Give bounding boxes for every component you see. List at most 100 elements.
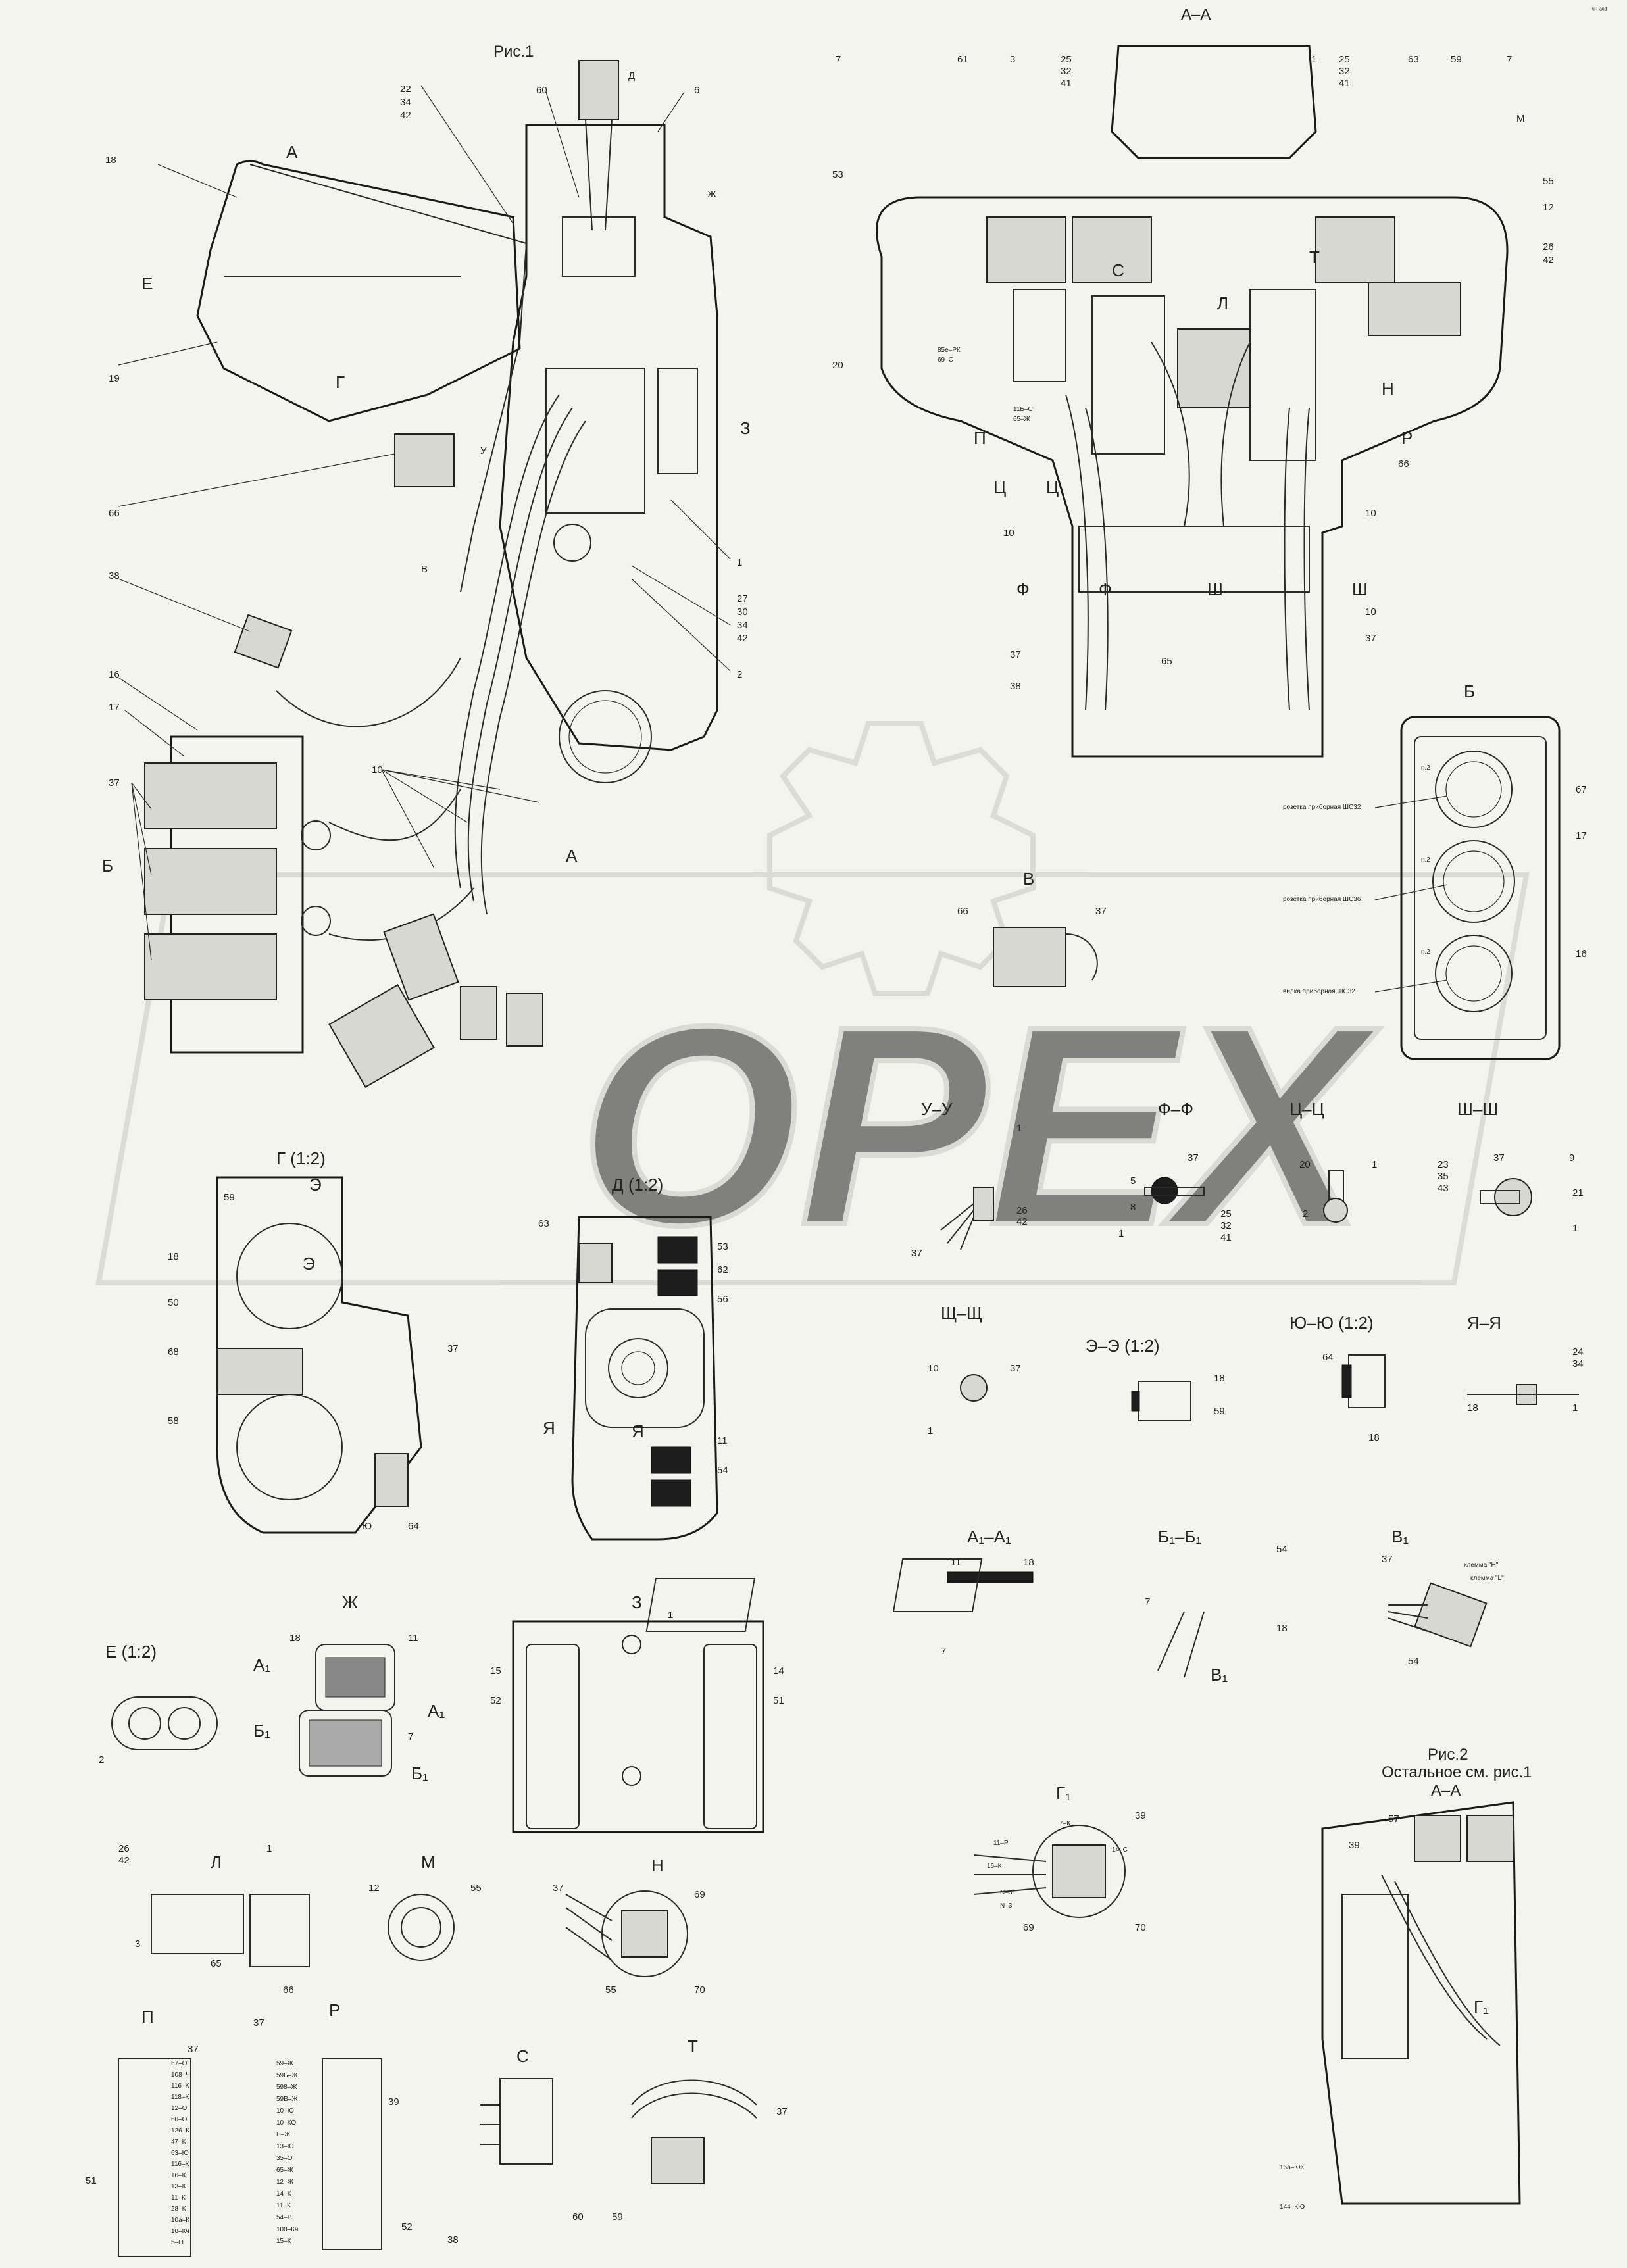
svg-text:30: 30	[737, 606, 748, 618]
svg-text:16–К: 16–К	[987, 1863, 1002, 1870]
svg-text:37: 37	[776, 2106, 788, 2117]
svg-text:У–У: У–У	[921, 1099, 953, 1119]
svg-text:Ж: Ж	[342, 1592, 358, 1612]
svg-text:Р: Р	[329, 2000, 340, 2020]
svg-text:З: З	[740, 418, 751, 438]
main-callouts: 22 34 42 60 6 18 1 Ж 19 66 38 16 17 37 1…	[102, 70, 751, 875]
svg-text:В: В	[1023, 869, 1034, 889]
figure1-main-view: Рис.1	[102, 43, 751, 1088]
svg-text:69–С: 69–С	[938, 357, 953, 364]
svg-text:39: 39	[1349, 1840, 1360, 1851]
svg-text:41: 41	[1220, 1232, 1232, 1243]
view-b-title: Б	[1464, 681, 1475, 701]
svg-text:34: 34	[400, 97, 411, 108]
svg-text:А₁: А₁	[428, 1701, 445, 1721]
connector-2	[144, 848, 277, 915]
svg-text:1: 1	[1372, 1159, 1377, 1170]
svg-text:Рис.2: Рис.2	[1428, 1746, 1468, 1763]
wire-code: 12–О	[171, 2105, 188, 2112]
svg-text:38: 38	[447, 2234, 459, 2246]
svg-text:Р: Р	[1401, 428, 1413, 448]
svg-text:50: 50	[168, 1297, 179, 1308]
aa-housing-outline	[876, 196, 1509, 758]
svg-text:п.2: п.2	[1421, 949, 1430, 956]
svg-text:1: 1	[1311, 54, 1316, 65]
svg-text:66: 66	[109, 508, 120, 519]
wire-code: 16–К	[171, 2172, 186, 2179]
wire-code: 67–О	[171, 2060, 188, 2067]
wire-code: 116–К	[171, 2083, 189, 2090]
figure2: Рис.2 Остальное см. рис.1 А–А 57 39 Г₁ 1…	[1280, 1746, 1532, 2211]
plug-4	[506, 993, 543, 1047]
wire-code: 108–Ч	[171, 2071, 190, 2079]
svg-text:32: 32	[1339, 66, 1350, 77]
plug-5	[234, 614, 293, 669]
svg-text:10: 10	[1003, 528, 1014, 539]
svg-text:Г₁: Г₁	[1056, 1783, 1071, 1803]
svg-text:39: 39	[1135, 1810, 1146, 1821]
svg-text:60: 60	[572, 2211, 584, 2223]
svg-text:Л: Л	[1217, 293, 1228, 313]
svg-text:5: 5	[1130, 1175, 1136, 1187]
svg-text:Ц: Ц	[993, 478, 1006, 497]
label-plug-shs32: вилка приборная ШС32	[1283, 987, 1355, 995]
view-p: П 67–О108–Ч116–К118–К12–О60–О126–К47–К63…	[86, 2007, 199, 2257]
svg-text:43: 43	[1438, 1183, 1449, 1194]
svg-text:N–3: N–3	[1000, 1902, 1013, 1910]
wire-code: 10а–К	[171, 2217, 189, 2224]
wire-code: 598–Ж	[276, 2084, 297, 2091]
svg-text:41: 41	[1061, 78, 1072, 89]
svg-text:1: 1	[928, 1425, 933, 1437]
svg-text:21: 21	[1572, 1187, 1584, 1198]
svg-text:63: 63	[1408, 54, 1419, 65]
svg-text:66: 66	[283, 1985, 294, 1996]
plug-3	[460, 986, 497, 1040]
svg-text:А–А: А–А	[1431, 1782, 1461, 1800]
wire-code: 126–К	[171, 2127, 189, 2134]
svg-text:51: 51	[773, 1695, 784, 1706]
svg-text:144–КЮ: 144–КЮ	[1280, 2204, 1305, 2211]
view-r-wire-codes: 59–Ж59Б–Ж598–Ж59В–Ж10–Ю10–КОБ–Ж13–Ю35–О6…	[276, 2060, 298, 2245]
svg-text:10: 10	[928, 1363, 939, 1374]
lever-boot	[562, 216, 636, 277]
svg-text:С: С	[1112, 260, 1124, 280]
svg-text:65: 65	[211, 1958, 222, 1969]
svg-text:Я: Я	[543, 1418, 555, 1438]
aa-connector-left	[1013, 289, 1066, 382]
aa-switch-left-1	[986, 216, 1066, 284]
svg-text:Ш: Ш	[1352, 579, 1368, 599]
svg-text:Ж: Ж	[707, 189, 716, 200]
svg-text:62: 62	[717, 1264, 728, 1275]
svg-text:12: 12	[368, 1883, 380, 1894]
svg-text:Ю: Ю	[362, 1521, 372, 1532]
svg-text:26: 26	[118, 1843, 130, 1854]
wire-code: 5–О	[171, 2239, 184, 2246]
svg-text:37: 37	[911, 1248, 922, 1259]
wire-code: 11–К	[276, 2202, 291, 2209]
svg-text:37: 37	[553, 1883, 564, 1894]
svg-text:27: 27	[737, 593, 748, 604]
view-g-callouts: 59 Э 18 50 68 58 37 Э Ю 64	[168, 1175, 459, 1532]
socket-shs32	[1435, 751, 1513, 828]
svg-text:6: 6	[694, 85, 699, 96]
corner-note: ᵘᴿ ᵃᵘᵈ	[1592, 7, 1607, 14]
view-d-callouts: 63 53 62 56 11 54 Я Я	[538, 1218, 728, 1476]
terminal-block	[657, 368, 698, 474]
aa-switch-right-1	[1315, 216, 1395, 284]
svg-text:59: 59	[1451, 54, 1462, 65]
svg-text:1: 1	[737, 557, 742, 568]
svg-text:1: 1	[1572, 1402, 1578, 1414]
svg-text:37: 37	[253, 2017, 264, 2029]
svg-text:59: 59	[224, 1192, 235, 1203]
aa-relay	[1177, 328, 1251, 408]
aa-switch-left-2	[1072, 216, 1152, 284]
svg-text:А: А	[286, 142, 298, 162]
svg-text:клемма "Н": клемма "Н"	[1464, 1562, 1499, 1569]
svg-text:Г: Г	[336, 372, 345, 392]
section-ee: Э–Э (1:2) 18 59	[1086, 1336, 1225, 1421]
svg-text:11: 11	[717, 1435, 728, 1446]
wire-code: 13–Ю	[276, 2143, 294, 2150]
svg-text:18: 18	[1368, 1432, 1380, 1443]
wire-code: 59Б–Ж	[276, 2072, 298, 2079]
